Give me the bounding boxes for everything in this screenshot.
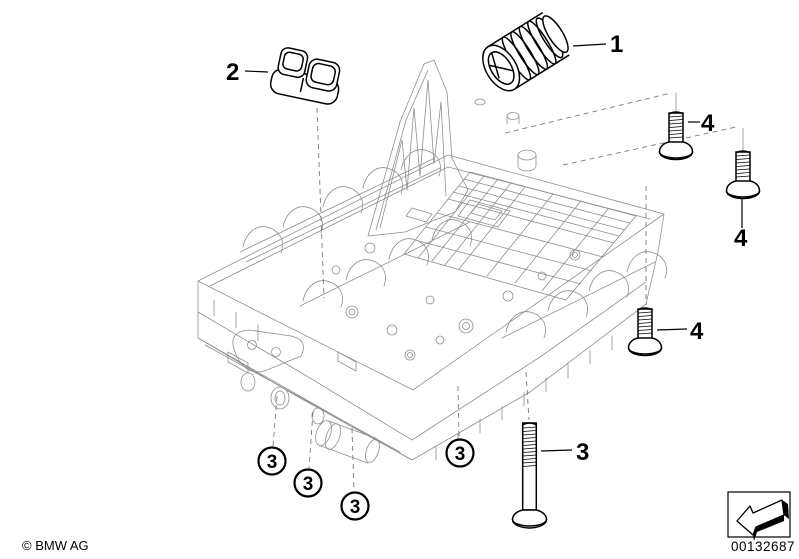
callout-4-a[interactable]: 4 (701, 110, 715, 137)
callout-3-bolt[interactable]: 3 (576, 439, 589, 466)
callout-2[interactable]: 2 (226, 59, 239, 86)
copyright-notice: © BMW AG (22, 538, 89, 553)
deck-details (232, 242, 581, 373)
mechatronics-assembly (197, 59, 667, 464)
callout-1[interactable]: 1 (610, 31, 623, 58)
svg-text:3: 3 (455, 444, 466, 465)
solenoid (315, 420, 380, 464)
callout-4-b[interactable]: 4 (734, 225, 748, 252)
valve-clamps (239, 149, 667, 339)
svg-text:3: 3 (350, 497, 361, 518)
part-cap[interactable] (269, 46, 345, 106)
assembly-body (197, 154, 665, 461)
part-screw-a[interactable] (658, 111, 694, 161)
alignment-lines (272, 92, 744, 492)
part-screw-c[interactable] (627, 307, 663, 357)
grid-plate (403, 171, 637, 301)
part-screw-b[interactable] (725, 150, 761, 200)
part-sleeve[interactable] (475, 9, 574, 97)
leader-lines (244, 43, 743, 452)
callout-4-c[interactable]: 4 (690, 318, 704, 345)
svg-text:3: 3 (267, 452, 278, 473)
svg-text:3: 3 (303, 474, 314, 495)
drawing-part-number: 00132687 (731, 539, 796, 554)
circled-callout-3-2[interactable]: 3 (293, 468, 323, 498)
direction-arrow-icon (727, 491, 791, 541)
part-bolt[interactable] (511, 422, 548, 529)
circled-callout-3-1[interactable]: 3 (257, 446, 287, 476)
deck-bosses (474, 98, 537, 172)
circled-callout-3-4[interactable]: 3 (445, 438, 475, 468)
circled-callout-3-3[interactable]: 3 (340, 491, 370, 521)
